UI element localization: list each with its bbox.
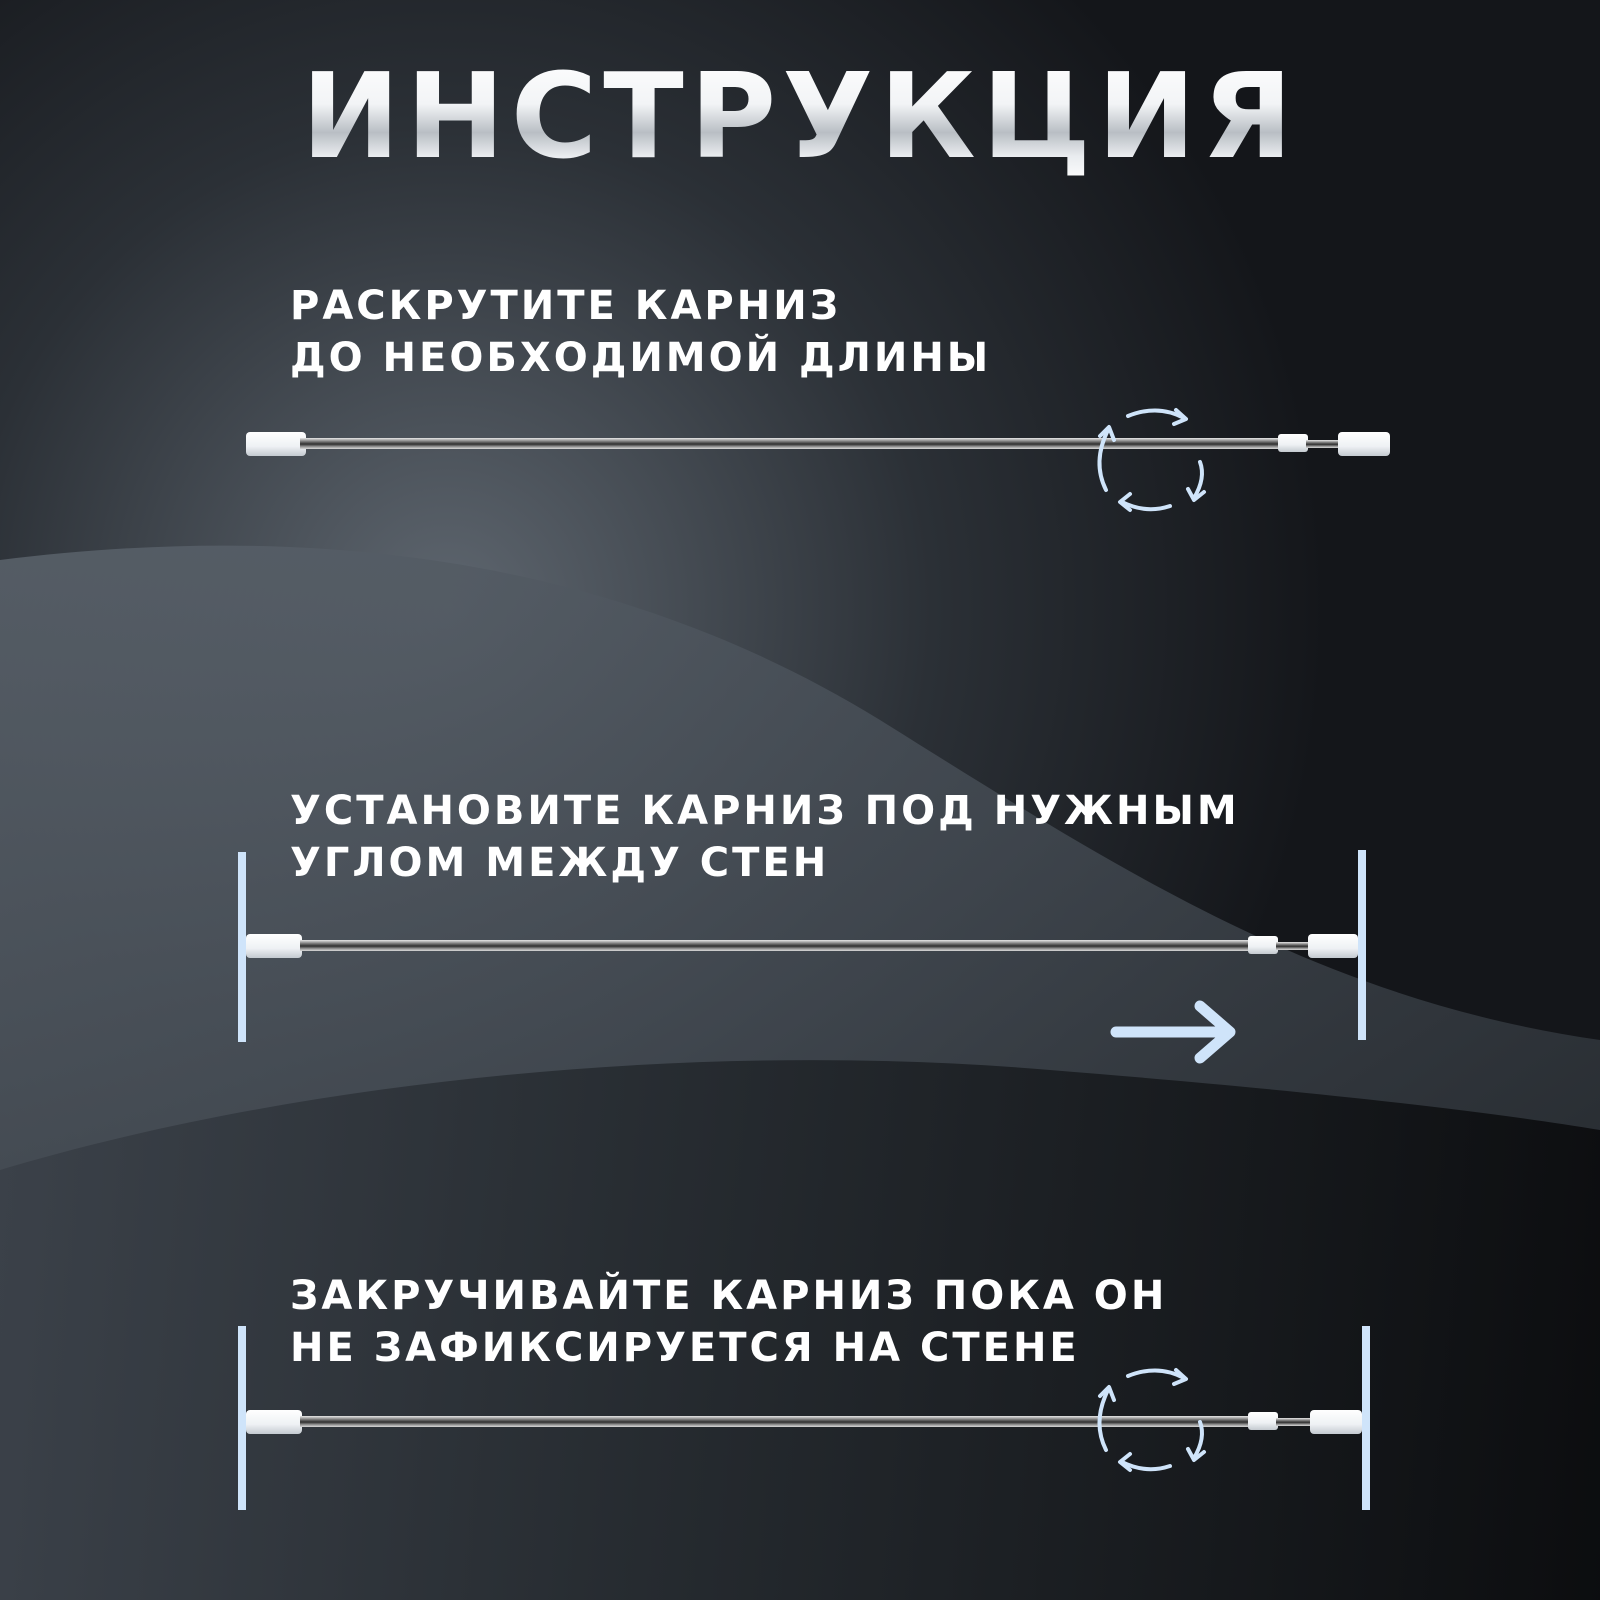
step-2-line-2: УГЛОМ МЕЖДУ СТЕН	[290, 840, 830, 886]
step-1-line-2: ДО НЕОБХОДИМОЙ ДЛИНЫ	[290, 335, 992, 381]
step-2-text: УСТАНОВИТЕ КАРНИЗ ПОД НУЖНЫМ УГЛОМ МЕЖДУ…	[290, 785, 1240, 889]
step-3-line-2: НЕ ЗАФИКСИРУЕТСЯ НА СТЕНЕ	[290, 1325, 1080, 1371]
step-3-text: ЗАКРУЧИВАЙТЕ КАРНИЗ ПОКА ОН НЕ ЗАФИКСИРУ…	[290, 1270, 1167, 1374]
step-2-line-1: УСТАНОВИТЕ КАРНИЗ ПОД НУЖНЫМ	[290, 788, 1240, 834]
step-3-line-1: ЗАКРУЧИВАЙТЕ КАРНИЗ ПОКА ОН	[290, 1273, 1168, 1319]
step-1-line-1: РАСКРУТИТЕ КАРНИЗ	[290, 283, 842, 329]
page-title: ИНСТРУКЦИЯ	[0, 51, 1600, 182]
step-1-text: РАСКРУТИТЕ КАРНИЗ ДО НЕОБХОДИМОЙ ДЛИНЫ	[290, 280, 991, 384]
